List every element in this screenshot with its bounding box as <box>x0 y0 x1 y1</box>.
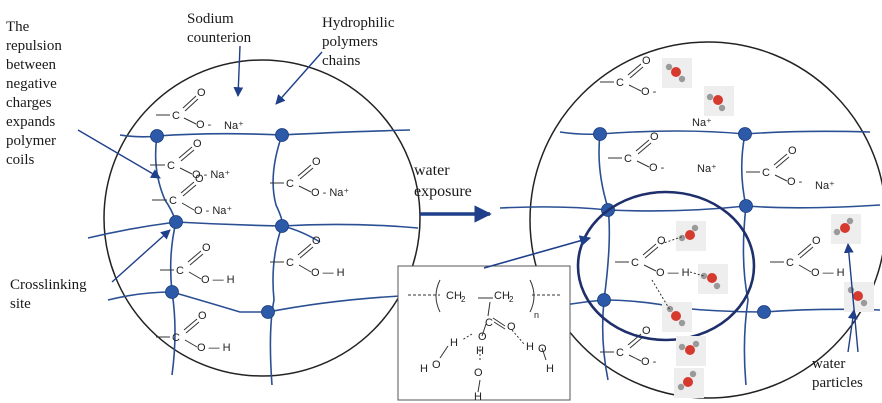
svg-text:Na⁺: Na⁺ <box>697 163 717 175</box>
svg-text:C: C <box>485 317 493 329</box>
svg-text:Na⁺: Na⁺ <box>692 117 712 129</box>
svg-text:CH: CH <box>494 290 510 302</box>
svg-text:C: C <box>624 153 632 165</box>
water-particles-arrows <box>843 243 859 353</box>
hydrophilic-chains-label: Hydrophilic polymers chains <box>322 15 395 69</box>
svg-text:O -: O - <box>641 86 657 98</box>
svg-text:H: H <box>476 345 484 357</box>
svg-text:O — H: O — H <box>311 267 345 279</box>
svg-text:O -: O - <box>196 119 212 131</box>
svg-text:C: C <box>176 265 184 277</box>
left-polymer-chains <box>87 129 419 386</box>
svg-text:H: H <box>546 363 554 375</box>
svg-text:O: O <box>538 343 547 355</box>
highlight-ellipse <box>576 190 756 342</box>
svg-text:Na⁺: Na⁺ <box>815 180 835 192</box>
inset-pointer-arrow <box>483 235 592 269</box>
svg-text:O -: O - <box>787 176 803 188</box>
svg-text:O -: O - <box>649 162 665 174</box>
svg-text:C: C <box>631 257 639 269</box>
svg-text:O - Na⁺: O - Na⁺ <box>192 169 230 181</box>
svg-text:C: C <box>172 110 180 122</box>
svg-text:H: H <box>526 341 534 353</box>
svg-text:n: n <box>534 310 539 320</box>
svg-text:2: 2 <box>461 295 466 304</box>
inset-chem-text: CH 2 CH 2 n C O O H O H H O H H O H <box>420 290 554 403</box>
svg-text:O: O <box>507 321 516 333</box>
left-annotation-arrows <box>77 45 323 283</box>
crosslinking-site-label: Crosslinking site <box>10 277 87 312</box>
svg-text:O: O <box>195 173 204 185</box>
svg-text:O: O <box>197 87 206 99</box>
hydrogen-bonds <box>651 235 705 311</box>
svg-text:O — H: O — H <box>811 267 845 279</box>
svg-text:2: 2 <box>509 295 514 304</box>
inset-structure <box>408 279 562 393</box>
svg-text:C: C <box>616 347 624 359</box>
svg-text:O: O <box>193 138 202 150</box>
svg-text:CH: CH <box>446 290 462 302</box>
water-exposure-label: water exposure <box>414 162 472 200</box>
right-network-circle <box>529 41 882 399</box>
left-chem-text: C O O - Na⁺ C O O - Na⁺ C O O - Na⁺ C O … <box>167 87 349 354</box>
left-crosslinks <box>150 128 289 319</box>
left-network-circle <box>103 59 421 377</box>
svg-text:Na⁺: Na⁺ <box>224 120 244 132</box>
svg-text:O: O <box>650 131 659 143</box>
svg-text:C: C <box>616 77 624 89</box>
svg-text:C: C <box>169 195 177 207</box>
svg-text:H: H <box>450 337 458 349</box>
sodium-counterion-label: Sodium counterion <box>187 11 252 46</box>
svg-text:O: O <box>642 55 651 67</box>
svg-text:O: O <box>812 235 821 247</box>
svg-text:C: C <box>786 257 794 269</box>
repulsion-label: The repulsion between negative charges e… <box>6 19 62 168</box>
svg-text:H: H <box>474 391 482 403</box>
svg-text:C: C <box>286 178 294 190</box>
svg-text:C: C <box>762 167 770 179</box>
svg-text:O: O <box>788 145 797 157</box>
svg-text:O - Na⁺: O - Na⁺ <box>194 205 232 217</box>
inset-structure-box <box>397 265 571 401</box>
svg-text:O — H: O — H <box>656 267 690 279</box>
svg-text:O: O <box>312 156 321 168</box>
svg-text:H: H <box>420 363 428 375</box>
svg-text:O: O <box>202 242 211 254</box>
svg-text:O: O <box>432 359 441 371</box>
svg-text:O: O <box>478 331 487 343</box>
right-chem-text: C O O - Na⁺ C O O - Na⁺ C O O - Na⁺ C O … <box>616 55 845 368</box>
left-carboxyl-groups <box>150 95 314 348</box>
svg-text:O -: O - <box>641 356 657 368</box>
svg-text:O — H: O — H <box>197 342 231 354</box>
svg-text:O: O <box>198 310 207 322</box>
right-carboxyl-groups <box>600 63 814 362</box>
svg-text:O: O <box>657 235 666 247</box>
svg-text:O: O <box>312 235 321 247</box>
svg-text:C: C <box>286 257 294 269</box>
svg-text:O: O <box>474 367 483 379</box>
svg-text:O - Na⁺: O - Na⁺ <box>311 187 349 199</box>
water-molecules <box>662 58 874 398</box>
svg-text:O — H: O — H <box>201 274 235 286</box>
svg-text:C: C <box>172 332 180 344</box>
water-particles-label: water particles <box>812 356 863 391</box>
svg-text:C: C <box>167 160 175 172</box>
svg-text:O: O <box>642 325 651 337</box>
